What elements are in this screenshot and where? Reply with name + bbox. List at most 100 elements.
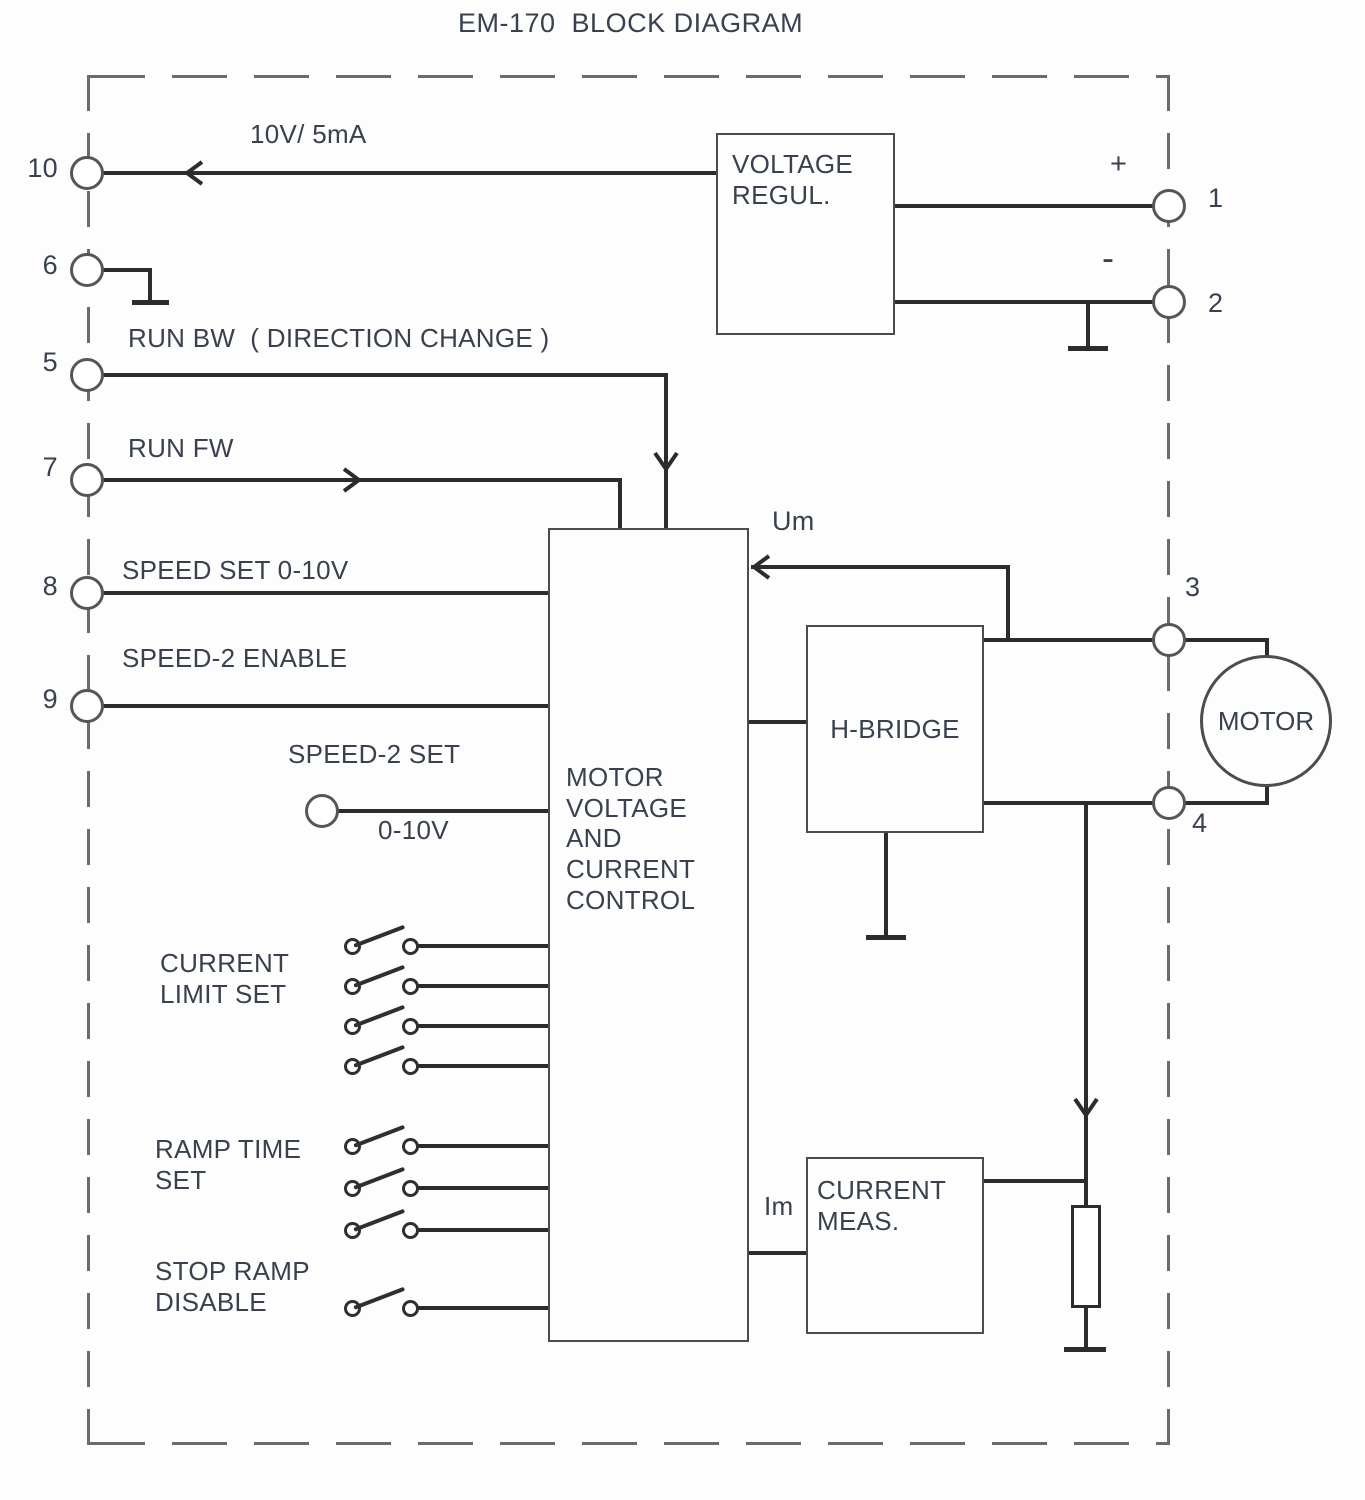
wire-current-limit-sw4 (418, 1064, 552, 1068)
wire-run-bw (103, 373, 668, 377)
wire-supply-10v (103, 171, 718, 175)
run-bw-label: RUN BW ( DIRECTION CHANGE ) (128, 323, 550, 353)
current-meas-label: CURRENT MEAS. (817, 1175, 947, 1236)
wire-terminal6-ground-drop (148, 270, 152, 302)
wire-um-tap (1006, 567, 1010, 642)
wire-meas-to-shunt (982, 1179, 1088, 1183)
terminal-2-number: 2 (1208, 288, 1224, 318)
wire-im-signal (747, 1251, 808, 1255)
wire-um-feedback (751, 565, 1010, 569)
stop-ramp-disable-label: STOP RAMP DISABLE (155, 1256, 310, 1317)
terminal-4-number: 4 (1192, 808, 1208, 838)
terminal-9-number: 9 (42, 684, 58, 714)
arrowhead-down-runbw-icon (653, 451, 679, 472)
current-limit-switch-4 (344, 1044, 420, 1075)
motor-control-block: MOTOR VOLTAGE AND CURRENT CONTROL (548, 528, 749, 1342)
enclosure-bottom-boundary (90, 1442, 1169, 1445)
minus-label: - (1102, 237, 1115, 278)
ground-symbol-terminal2 (1068, 346, 1108, 351)
wire-speed2-enable (103, 704, 550, 708)
voltage-regulator-block: VOLTAGE REGUL. (716, 133, 895, 335)
ramp-time-switch-3 (344, 1208, 420, 1239)
wire-hbridge-ground (884, 831, 888, 938)
arrowhead-down-sense-icon (1073, 1097, 1099, 1118)
speed2-set-terminal (305, 794, 339, 828)
wire-regulator-to-terminal2 (894, 300, 1155, 304)
current-limit-switch-2 (344, 964, 420, 995)
wire-stop-ramp-sw (418, 1306, 552, 1310)
current-meas-block: CURRENT MEAS. (806, 1157, 984, 1334)
wire-control-to-hbridge (747, 720, 808, 724)
wire-terminal3-to-motor (1184, 638, 1269, 642)
arrowhead-left-supply-icon (184, 160, 204, 186)
wire-motor-bottom-rise (1265, 786, 1269, 803)
wire-current-limit-sw2 (418, 984, 552, 988)
wire-hbridge-to-terminal3 (982, 638, 1154, 642)
motor-control-label: MOTOR VOLTAGE AND CURRENT CONTROL (566, 762, 696, 915)
plus-label: + (1110, 148, 1128, 180)
wire-ramp-time-sw1 (418, 1144, 552, 1148)
current-limit-switch-3 (344, 1004, 420, 1035)
supply-label: 10V/ 5mA (250, 119, 367, 149)
terminal-1 (1152, 189, 1186, 223)
terminal-3 (1152, 623, 1186, 657)
arrowhead-right-runfw-icon (342, 467, 362, 493)
enclosure-top-boundary (90, 75, 1169, 78)
ramp-time-switch-2 (344, 1166, 420, 1197)
wire-hbridge-to-terminal4 (982, 801, 1154, 805)
wire-current-limit-sw3 (418, 1024, 552, 1028)
wire-speed-set (103, 591, 550, 595)
wire-run-fw (103, 478, 622, 482)
im-label: Im (764, 1191, 794, 1221)
enclosure-left-boundary (87, 75, 90, 1445)
voltage-regulator-label: VOLTAGE REGUL. (732, 149, 854, 210)
h-bridge-block: H-BRIDGE (806, 625, 984, 833)
terminal-3-number: 3 (1185, 572, 1201, 602)
terminal-6 (70, 253, 104, 287)
terminal-8-number: 8 (42, 571, 58, 601)
diagram-title: EM-170 BLOCK DIAGRAM (458, 8, 804, 38)
terminal-5 (70, 358, 104, 392)
wire-regulator-to-terminal1 (894, 204, 1155, 208)
stop-ramp-switch (344, 1286, 420, 1317)
wire-current-sense (1084, 803, 1088, 1207)
terminal-8 (70, 576, 104, 610)
run-fw-label: RUN FW (128, 433, 234, 463)
motor: MOTOR (1200, 655, 1332, 787)
shunt-resistor (1071, 1205, 1101, 1308)
terminal-10 (70, 156, 104, 190)
speed2-enable-label: SPEED-2 ENABLE (122, 643, 348, 673)
terminal-7 (70, 463, 104, 497)
wire-ramp-time-sw2 (418, 1186, 552, 1190)
ground-symbol-hbridge (866, 935, 906, 940)
ramp-time-switch-1 (344, 1124, 420, 1155)
terminal-7-number: 7 (42, 452, 58, 482)
terminal-10-number: 10 (27, 153, 58, 183)
current-limit-set-label: CURRENT LIMIT SET (160, 948, 290, 1009)
terminal-6-number: 6 (42, 250, 58, 280)
terminal-5-number: 5 (42, 347, 58, 377)
speed2-range-label: 0-10V (378, 815, 449, 845)
motor-label: MOTOR (1217, 705, 1315, 736)
ramp-time-set-label: RAMP TIME SET (155, 1134, 302, 1195)
ground-symbol-terminal6 (132, 300, 169, 305)
enclosure-right-boundary (1167, 75, 1170, 1445)
um-label: Um (772, 506, 815, 536)
terminal-1-number: 1 (1208, 183, 1224, 213)
wire-terminal6-ground (103, 268, 152, 272)
current-limit-switch-1 (344, 924, 420, 955)
wire-motor-top-drop (1265, 640, 1269, 658)
h-bridge-label: H-BRIDGE (830, 713, 960, 744)
wire-terminal4-to-motor (1184, 801, 1269, 805)
terminal-2 (1152, 285, 1186, 319)
wire-speed2-set (338, 809, 550, 813)
terminal-4 (1152, 786, 1186, 820)
wire-current-limit-sw1 (418, 944, 552, 948)
speed2-set-label: SPEED-2 SET (288, 739, 461, 769)
arrowhead-left-um-icon (751, 554, 771, 580)
speed-set-label: SPEED SET 0-10V (122, 555, 349, 585)
wire-shunt-to-ground (1084, 1308, 1088, 1350)
wire-run-bw-drop (664, 375, 668, 530)
terminal-9 (70, 689, 104, 723)
